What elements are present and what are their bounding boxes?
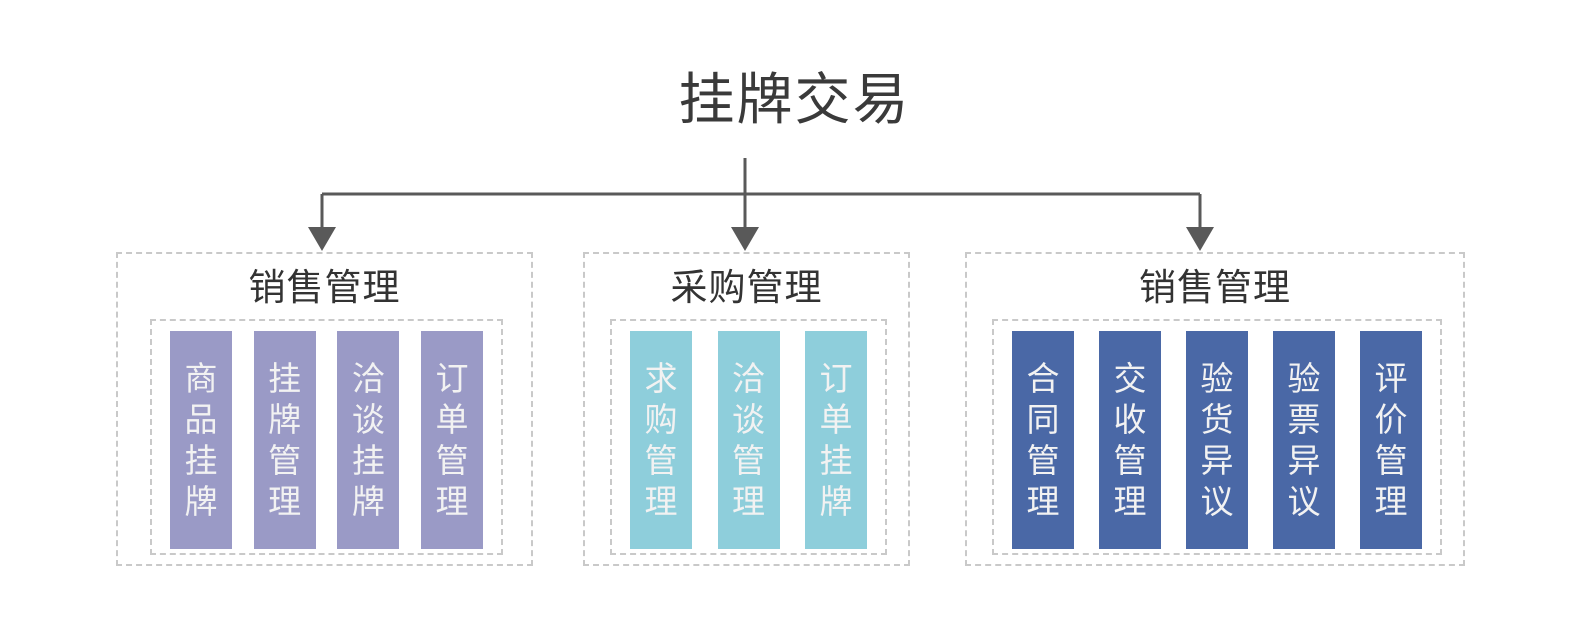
item-label-char: 理	[1026, 482, 1060, 521]
item-label-char: 管	[268, 441, 302, 480]
group-sales-management: 销售管理 商品挂牌 挂牌管理 洽谈挂牌 订单管理	[116, 252, 533, 566]
item-bar[interactable]: 验货异议	[1186, 331, 1248, 549]
group-settlement-management: 销售管理 合同管理 交收管理 验货异议 验票异议 评价管理	[965, 252, 1465, 566]
item-label-char: 挂	[184, 441, 218, 480]
item-label-char: 管	[1113, 441, 1147, 480]
item-label-char: 品	[184, 400, 218, 439]
item-bar[interactable]: 商品挂牌	[170, 331, 232, 549]
arrowhead-center-icon	[731, 227, 759, 251]
item-label-char: 合	[1026, 359, 1060, 398]
diagram-root-title: 挂牌交易	[678, 68, 911, 133]
item-label-char: 货	[1200, 400, 1234, 439]
item-label-char: 管	[644, 441, 678, 480]
item-label-char: 订	[435, 359, 469, 398]
item-label-char: 价	[1374, 400, 1408, 439]
item-bar[interactable]: 验票异议	[1273, 331, 1335, 549]
group-items-container: 合同管理 交收管理 验货异议 验票异议 评价管理	[992, 319, 1442, 555]
item-label-char: 挂	[819, 441, 853, 480]
group-title: 采购管理	[670, 266, 823, 309]
item-label-char: 挂	[351, 441, 385, 480]
item-label-char: 议	[1200, 482, 1234, 521]
item-label-char: 理	[435, 482, 469, 521]
item-label-char: 管	[1374, 441, 1408, 480]
item-label-char: 购	[644, 400, 678, 439]
group-items-container: 商品挂牌 挂牌管理 洽谈挂牌 订单管理	[150, 319, 503, 555]
item-bar[interactable]: 求购管理	[630, 331, 692, 549]
item-label-char: 牌	[184, 482, 218, 521]
item-label-char: 异	[1200, 441, 1234, 480]
item-bar[interactable]: 订单挂牌	[805, 331, 867, 549]
item-bar[interactable]: 挂牌管理	[253, 331, 316, 549]
item-label-char: 异	[1287, 441, 1321, 480]
item-label-char: 洽	[732, 359, 765, 398]
item-label-char: 单	[435, 400, 469, 439]
item-label-char: 理	[268, 482, 302, 521]
item-label-char: 交	[1113, 359, 1147, 398]
item-label-char: 理	[644, 482, 678, 521]
item-label-char: 理	[1374, 482, 1408, 521]
group-title: 销售管理	[248, 266, 401, 309]
item-label-char: 谈	[351, 400, 385, 439]
item-label-char: 订	[819, 359, 853, 398]
item-label-char: 挂	[268, 359, 302, 398]
item-label-char: 牌	[268, 400, 302, 439]
group-items-container: 求购管理 洽谈管理 订单挂牌	[610, 319, 887, 555]
arrowhead-left-icon	[308, 227, 336, 251]
item-label-char: 管	[732, 441, 765, 480]
group-title: 销售管理	[1139, 266, 1291, 309]
item-label-char: 验	[1200, 359, 1234, 398]
item-label-char: 同	[1026, 400, 1060, 439]
item-bar[interactable]: 交收管理	[1099, 331, 1161, 549]
item-label-char: 牌	[819, 482, 853, 521]
arrowhead-right-icon	[1186, 227, 1214, 251]
item-label-char: 评	[1374, 359, 1408, 398]
item-label-char: 理	[732, 482, 765, 521]
item-label-char: 管	[1026, 441, 1060, 480]
item-label-char: 管	[435, 441, 469, 480]
item-label-char: 洽	[351, 359, 385, 398]
item-label-char: 谈	[732, 400, 765, 439]
item-label-char: 求	[644, 359, 678, 398]
group-procurement-management: 采购管理 求购管理 洽谈管理 订单挂牌	[583, 252, 910, 566]
item-bar[interactable]: 洽谈管理	[717, 331, 780, 549]
item-label-char: 商	[184, 359, 218, 398]
item-bar[interactable]: 评价管理	[1360, 331, 1422, 549]
item-label-char: 收	[1113, 400, 1147, 439]
item-label-char: 牌	[351, 482, 385, 521]
item-label-char: 单	[819, 400, 853, 439]
item-bar[interactable]: 订单管理	[420, 331, 483, 549]
item-bar[interactable]: 合同管理	[1012, 331, 1074, 549]
item-label-char: 议	[1287, 482, 1321, 521]
item-label-char: 理	[1113, 482, 1147, 521]
item-label-char: 票	[1287, 400, 1321, 439]
item-label-char: 验	[1287, 359, 1321, 398]
item-bar[interactable]: 洽谈挂牌	[337, 331, 400, 549]
